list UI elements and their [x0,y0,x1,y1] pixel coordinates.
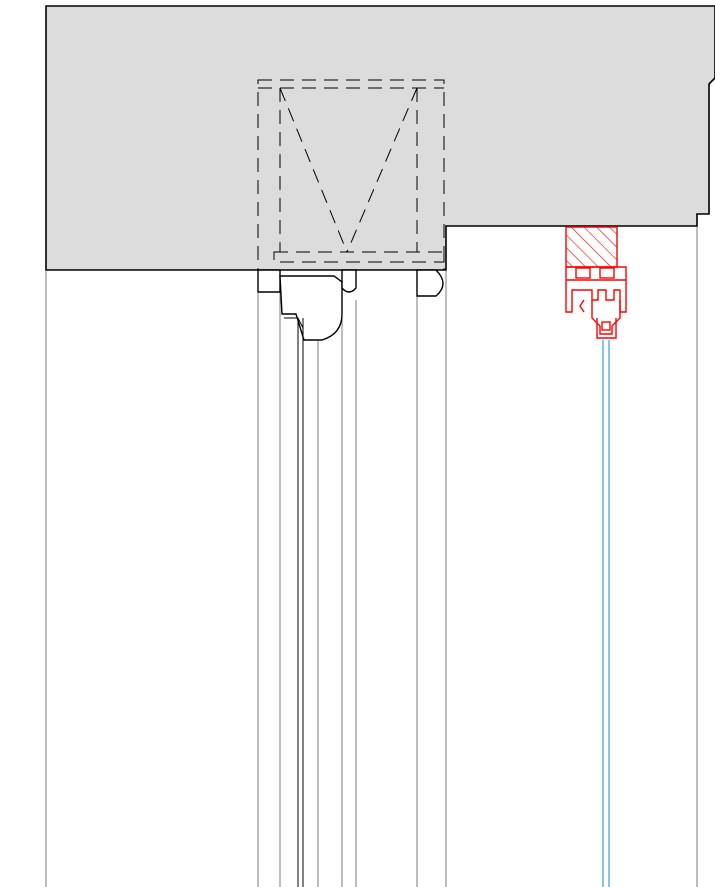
blind-rail-profile [257,269,444,341]
hatched-timber-insert [565,226,618,268]
aluminium-frame-profile [565,266,627,339]
glass-pane [602,340,610,887]
blind-rod [284,317,304,887]
vertical-guide-lines [45,226,698,887]
